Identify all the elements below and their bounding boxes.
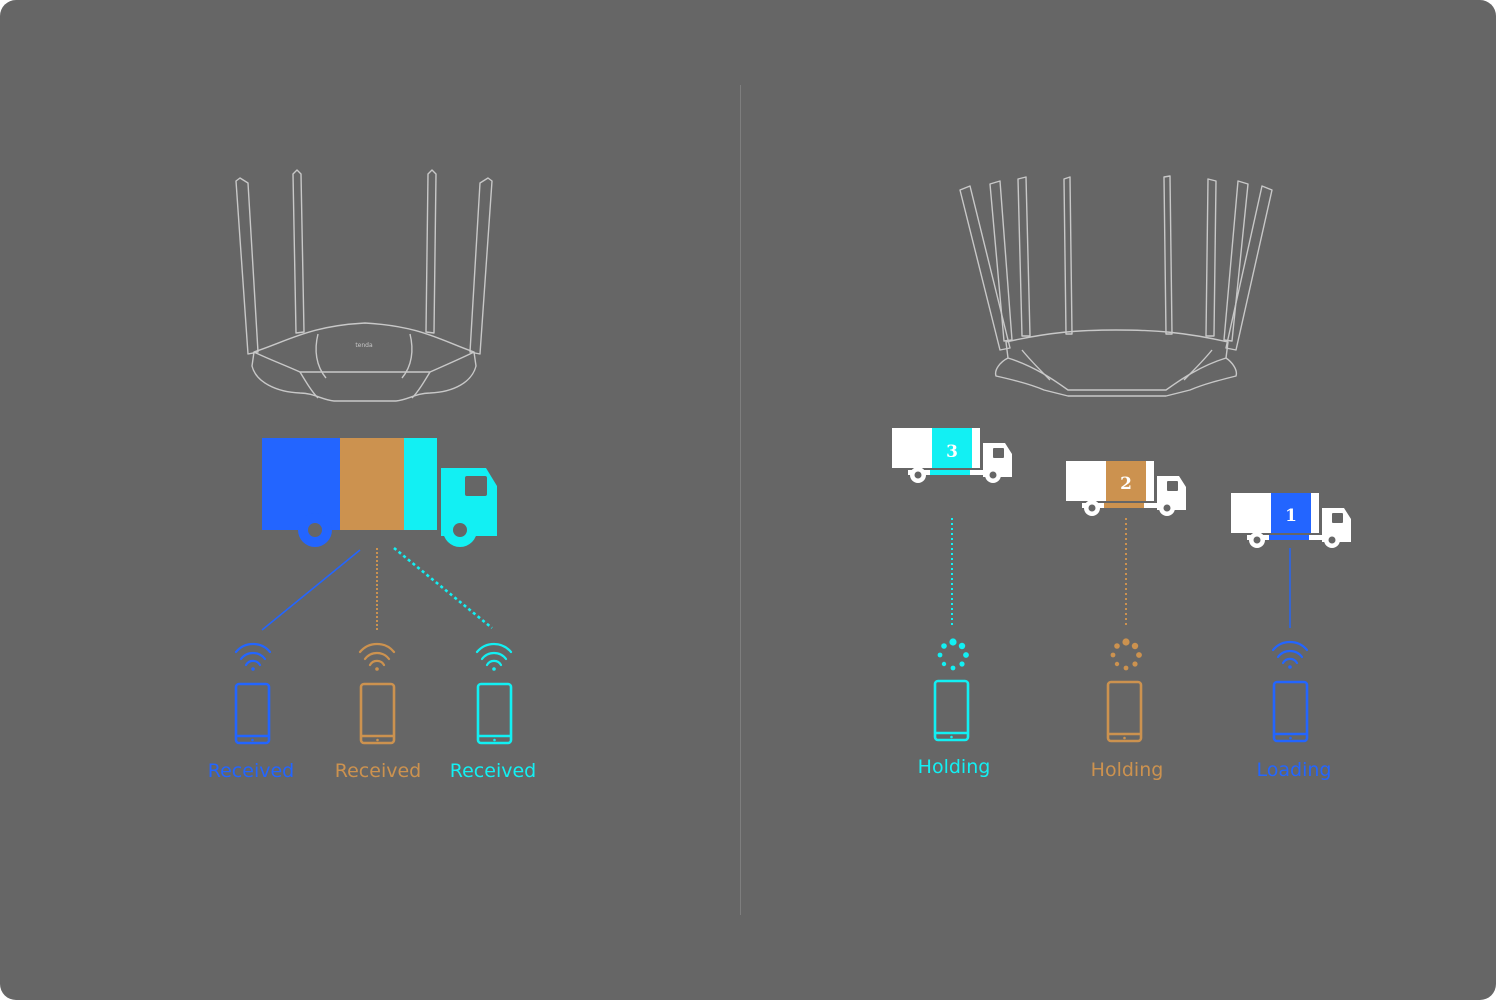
antenna	[235, 177, 259, 355]
phone-icon	[933, 679, 970, 742]
antenna	[292, 169, 305, 334]
spinner-icon	[937, 638, 969, 671]
phone-icon	[234, 682, 271, 745]
truck-number: 1	[1285, 506, 1297, 526]
phone-icon	[359, 682, 396, 745]
link-blue	[261, 549, 361, 631]
phone-icon	[1272, 680, 1309, 743]
device-status-label: Holding	[1090, 759, 1164, 781]
cargo-blue	[262, 438, 340, 518]
device-status-label: Received	[449, 760, 537, 782]
truck-number: 2	[1120, 474, 1132, 494]
router-logo: tenda	[355, 342, 373, 349]
cargo-blue	[1271, 493, 1311, 533]
antenna	[1223, 180, 1249, 342]
router-top	[1005, 329, 1229, 391]
router-body	[251, 351, 477, 402]
antenna	[1163, 175, 1173, 335]
truck-mixed	[262, 438, 497, 547]
phone-icon	[476, 682, 513, 745]
wifi-icon	[1271, 640, 1309, 669]
wifi-icon	[234, 642, 272, 671]
cargo-cyan	[404, 438, 437, 518]
router-right	[959, 175, 1273, 397]
antenna	[989, 180, 1013, 342]
antenna	[1225, 185, 1273, 351]
antenna	[1063, 176, 1073, 335]
cargo-orange	[1106, 461, 1146, 501]
antenna	[959, 185, 1011, 351]
device-status-label: Received	[334, 760, 422, 782]
cargo-orange	[340, 438, 404, 518]
phone-icon	[1106, 680, 1143, 743]
router-top	[253, 322, 475, 373]
truck-3: 3	[892, 428, 1012, 483]
router-body	[994, 357, 1238, 397]
spinner-icon	[1110, 638, 1142, 671]
link-cyan	[393, 546, 493, 630]
antenna	[1205, 178, 1217, 337]
truck-number: 3	[946, 442, 958, 462]
panel-divider	[740, 85, 741, 915]
router-left: tenda	[235, 169, 493, 402]
device-status-label: Loading	[1256, 759, 1332, 781]
wifi-icon	[358, 642, 396, 671]
truck-2: 2	[1066, 461, 1186, 516]
antenna	[1017, 176, 1031, 337]
wifi-icon	[475, 642, 513, 671]
device-status-label: Holding	[917, 756, 991, 778]
device-status-label: Received	[207, 760, 295, 782]
cargo-cyan	[932, 428, 972, 468]
antenna	[425, 169, 437, 334]
antenna	[469, 177, 493, 355]
truck-1: 1	[1231, 493, 1351, 548]
